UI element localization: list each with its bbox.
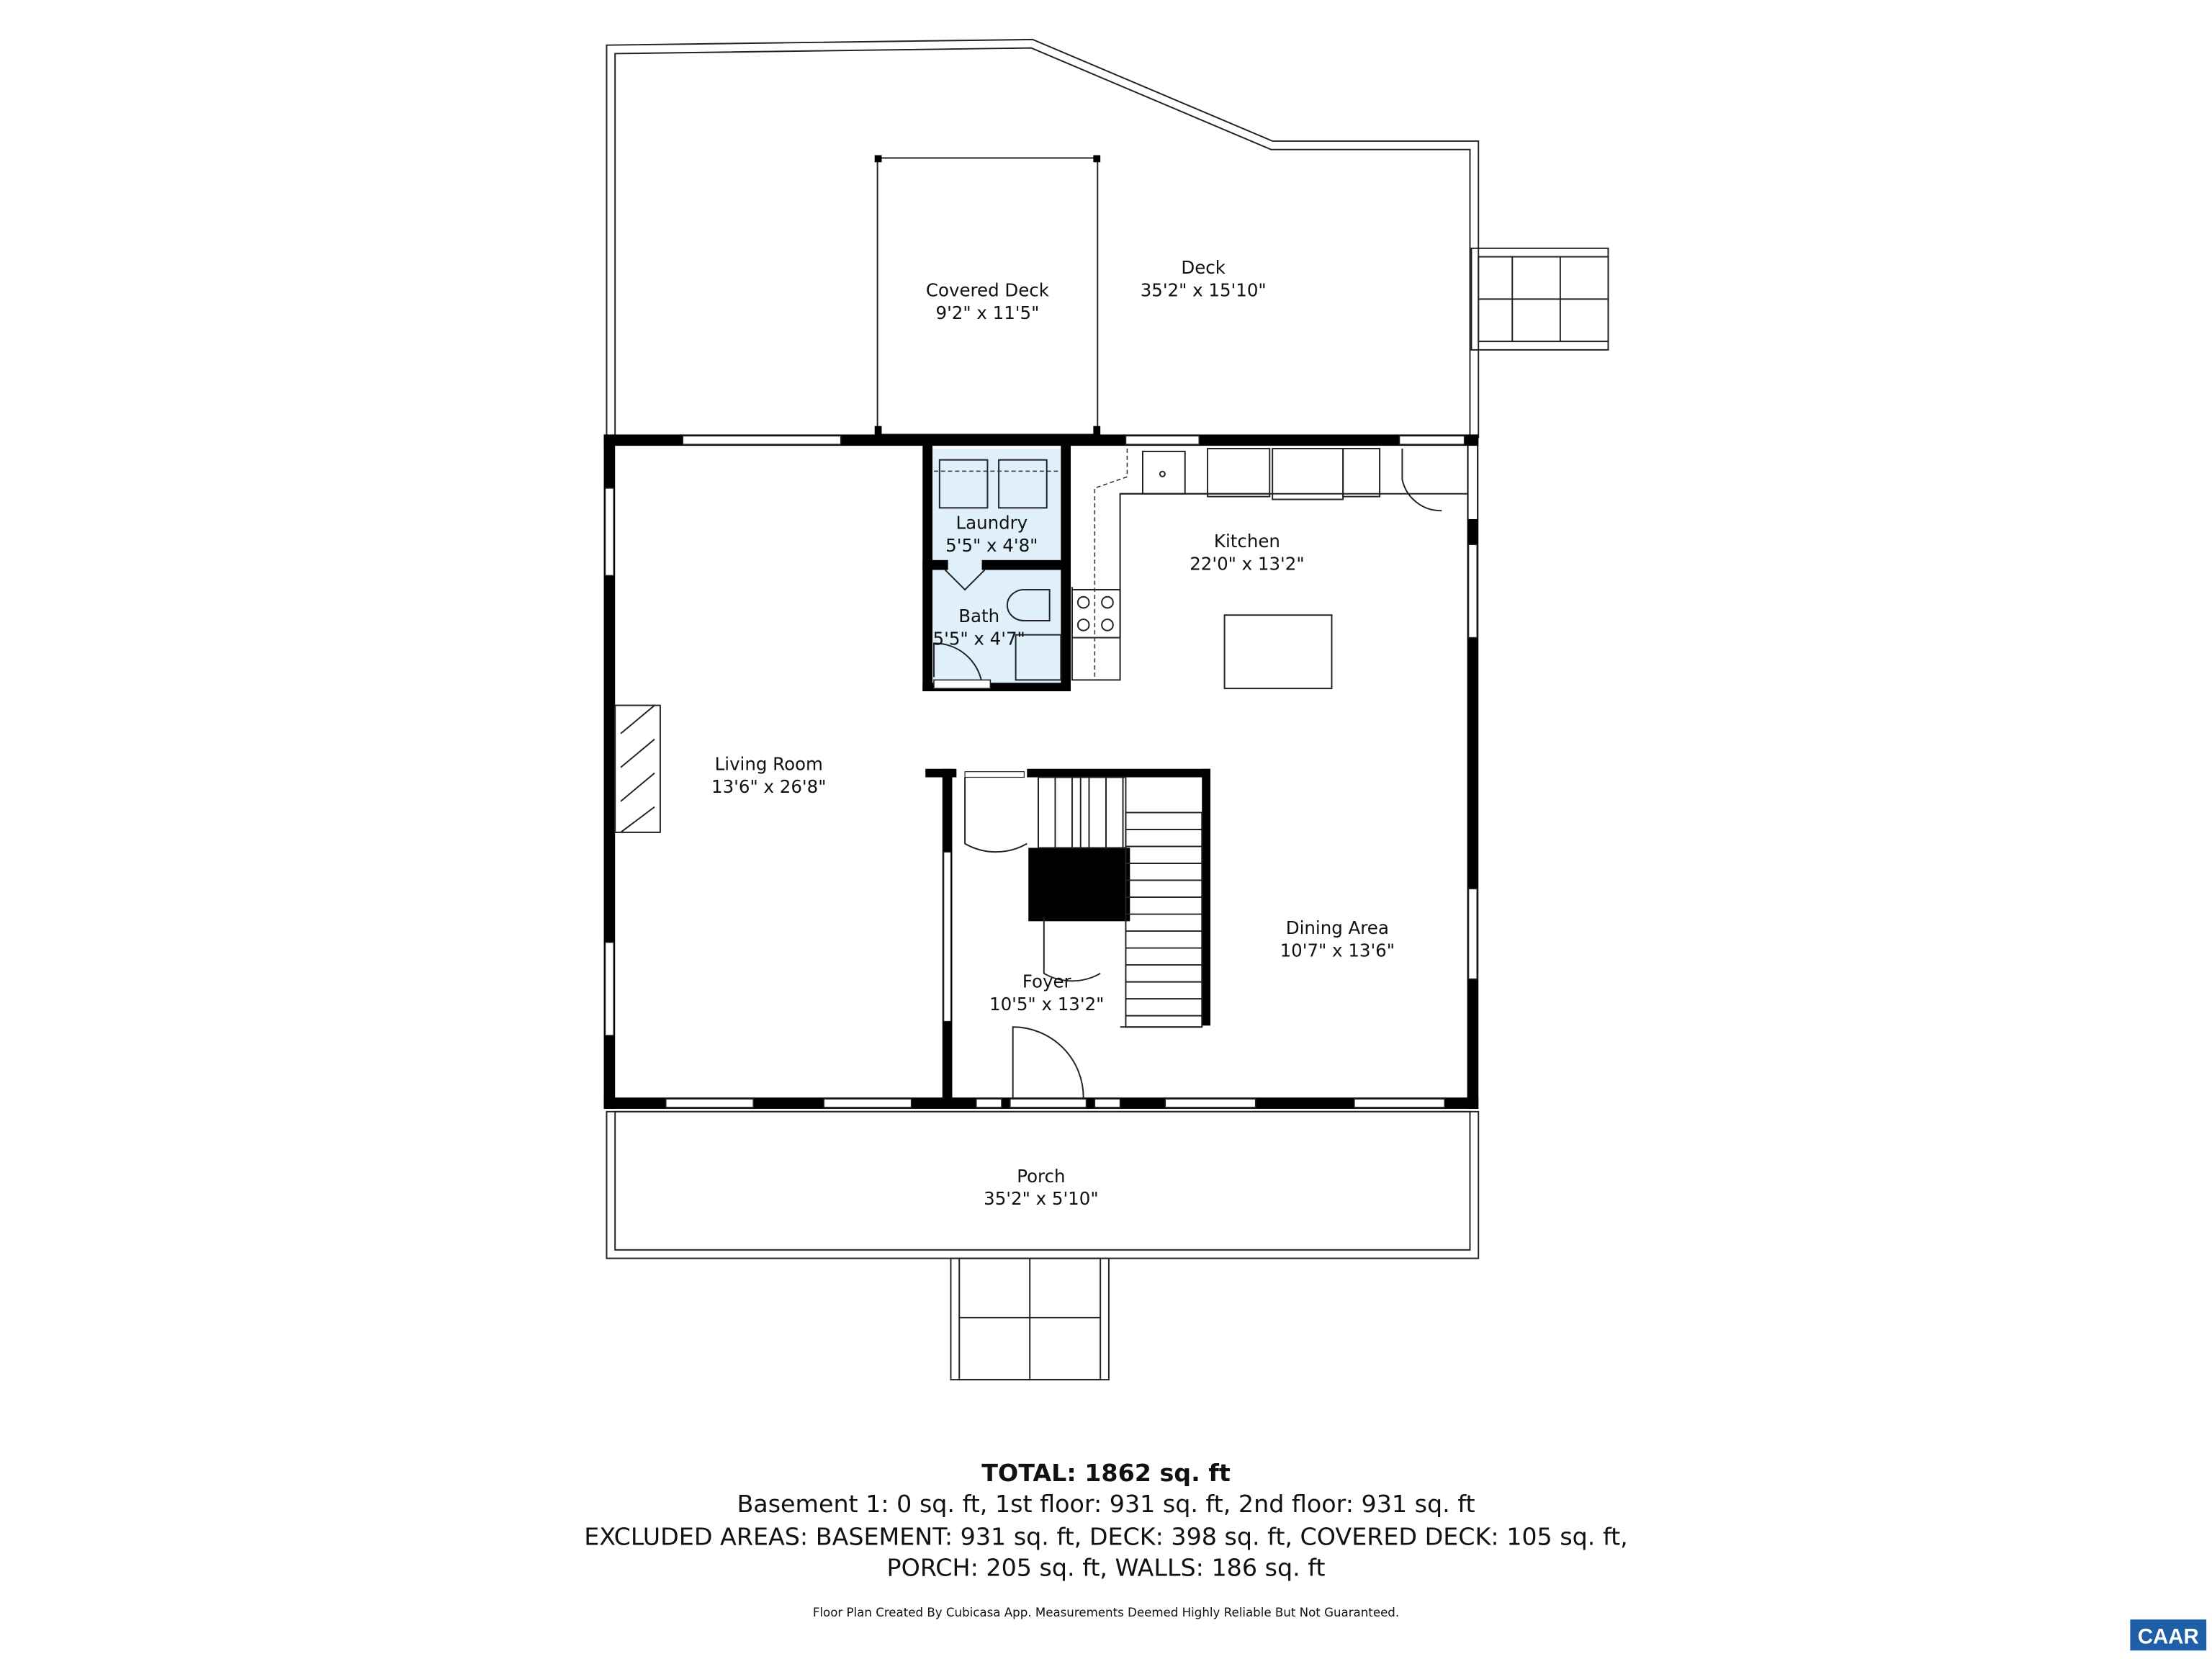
- covered-deck-size: 9'2" x 11'5": [936, 302, 1040, 323]
- disclaimer: Floor Plan Created By Cubicasa App. Meas…: [813, 1606, 1399, 1619]
- exterior-walls: [603, 434, 1479, 1109]
- staircase: [1037, 776, 1203, 1028]
- laundry-label: Laundry: [956, 513, 1028, 534]
- foyer-size: 10'5" x 13'2": [989, 994, 1104, 1015]
- room-labels: Deck 35'2" x 15'10" Covered Deck 9'2" x …: [711, 257, 1395, 1209]
- kitchen-fixtures: [1071, 448, 1467, 690]
- kitchen-island: [1223, 614, 1333, 690]
- stove-icon: [1071, 588, 1121, 639]
- svg-text:CAAR: CAAR: [2138, 1624, 2199, 1648]
- total-area: TOTAL: 1862 sq. ft: [981, 1459, 1231, 1487]
- dining-area-size: 10'7" x 13'6": [1280, 940, 1395, 961]
- excluded-areas: EXCLUDED AREAS: BASEMENT: 931 sq. ft, DE…: [584, 1522, 1628, 1550]
- bath-label: Bath: [958, 606, 999, 626]
- floor-areas: Basement 1: 0 sq. ft, 1st floor: 931 sq.…: [737, 1490, 1475, 1518]
- sliding-door: [682, 435, 842, 445]
- closet-door: [964, 777, 1028, 853]
- deck-label: Deck: [1181, 257, 1226, 278]
- laundry-size: 5'5" x 4'8": [945, 535, 1038, 556]
- porch-stairs: [950, 1257, 1110, 1381]
- bath-size: 5'5" x 4'7": [933, 628, 1025, 649]
- porch-size: 35'2" x 5'10": [984, 1188, 1098, 1209]
- porch-label: Porch: [1017, 1166, 1065, 1187]
- living-room-label: Living Room: [715, 754, 823, 775]
- fireplace: [614, 704, 661, 833]
- kitchen-label: Kitchen: [1214, 531, 1280, 552]
- covered-deck-label: Covered Deck: [926, 279, 1050, 300]
- sink-icon: [1141, 450, 1186, 495]
- laundry-bath-walls: [922, 440, 1071, 691]
- foyer-label: Foyer: [1022, 971, 1072, 992]
- window: [1125, 435, 1200, 445]
- deck-area: [606, 38, 1609, 439]
- dining-area-label: Dining Area: [1286, 917, 1389, 938]
- interior-walls: [925, 768, 1210, 1104]
- deck-stairs: [1470, 247, 1609, 351]
- porch-area: [606, 1110, 1480, 1381]
- excluded-areas-cont: PORCH: 205 sq. ft, WALLS: 186 sq. ft: [887, 1553, 1326, 1581]
- area-summary: TOTAL: 1862 sq. ft Basement 1: 0 sq. ft,…: [584, 1459, 1628, 1619]
- caar-logo: CAAR: [2130, 1619, 2207, 1651]
- living-room-size: 13'6" x 26'8": [711, 776, 826, 797]
- front-door: [1012, 1026, 1084, 1098]
- kitchen-size: 22'0" x 13'2": [1190, 554, 1304, 575]
- deck-size: 35'2" x 15'10": [1141, 279, 1267, 300]
